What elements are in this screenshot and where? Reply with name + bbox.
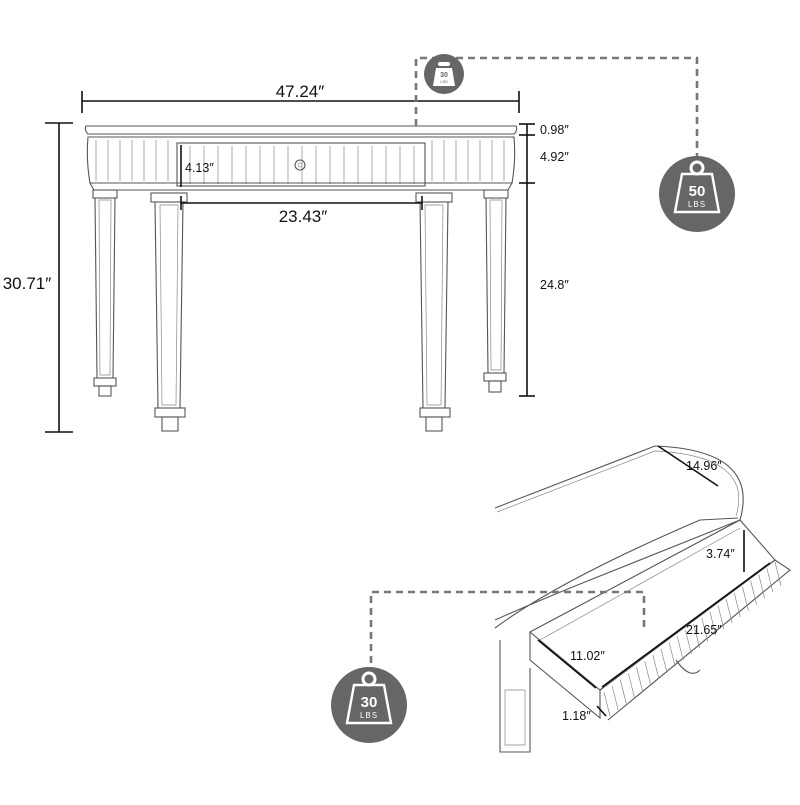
drawer-front-flute xyxy=(685,630,692,655)
drawer-weight-badge: 30 LBS xyxy=(331,667,407,743)
drawer-front-flute xyxy=(611,685,619,710)
overall-height-label: 30.71″ xyxy=(3,274,52,293)
drawer-front-flute xyxy=(758,574,766,599)
weight-icon-drawer-value: 30 xyxy=(361,694,378,711)
drawer-front-flute xyxy=(636,667,643,692)
drawer-perspective-view: 14.96″ 3.74″ 21.65″ 11.02″ 1.18″ xyxy=(494,445,791,753)
weight-icon-drawer-unit: LBS xyxy=(360,711,378,720)
apron-height-label: 4.92″ xyxy=(540,150,569,164)
drawer-front-fluting xyxy=(603,561,782,717)
drawer-front-flute xyxy=(774,561,782,587)
drawer-side-label: 1.18″ xyxy=(562,709,591,723)
drawer-front-height-label: 4.13″ xyxy=(185,161,214,175)
leg-front-left xyxy=(150,192,188,432)
drawer-width-label: 21.65″ xyxy=(686,623,722,637)
drawer-front-flute xyxy=(693,623,700,648)
small-weight-value: 30 xyxy=(440,72,448,79)
apron-perspective xyxy=(494,517,739,629)
leg-back-right xyxy=(483,189,509,393)
drawer-front-flute xyxy=(709,611,717,636)
drawer-load-indicator: 30 LBS xyxy=(331,590,646,743)
top-thickness-label: 0.98″ xyxy=(540,123,569,137)
drawer-front-flute xyxy=(766,568,774,593)
drawer-knob-center xyxy=(297,162,303,168)
top-weight-badge: 50 LBS xyxy=(659,156,735,232)
drawer-front-flute xyxy=(742,586,749,611)
leg-back-left xyxy=(92,189,118,397)
overall-width-label: 47.24″ xyxy=(276,82,325,101)
top-load-indicator: 30 LBS 50 LBS xyxy=(414,54,735,232)
drawer-knob xyxy=(294,159,306,171)
small-weight-badge: 30 LBS xyxy=(424,54,464,94)
depth-label: 14.96″ xyxy=(686,459,722,473)
drawer-front-flute xyxy=(644,660,652,686)
front-view-table xyxy=(84,125,518,432)
drawer-front-flute xyxy=(725,599,733,624)
drawer-height-dimension: 4.13″ xyxy=(180,145,214,187)
drawer-front-flute xyxy=(701,617,709,642)
table-top xyxy=(84,125,518,135)
drawer-front-flute xyxy=(676,636,684,661)
leg-height-label: 24.8″ xyxy=(540,278,569,292)
leg-span-dimension: 23.43″ xyxy=(180,196,423,226)
overall-width-dimension: 47.24″ xyxy=(81,80,520,113)
drawer-front-flute xyxy=(733,592,741,618)
right-side-dimensions: 0.98″ 4.92″ 24.8″ xyxy=(519,123,569,397)
apron-fluting xyxy=(95,140,505,184)
drawer-front xyxy=(176,142,426,187)
drawer-front-flute xyxy=(660,648,668,673)
small-weight-unit: LBS xyxy=(440,79,448,84)
weight-icon-top-unit: LBS xyxy=(688,200,706,209)
drawer-front-flute xyxy=(717,605,725,630)
drawer-box-left xyxy=(529,632,601,720)
drawer-front-flute xyxy=(652,654,660,679)
drawer-front-flute xyxy=(750,580,757,605)
drawer-depth-label: 3.74″ xyxy=(706,547,735,561)
drawer-length-label: 11.02″ xyxy=(570,649,605,663)
drawer-front-flute xyxy=(603,691,611,717)
drawer-box-front xyxy=(599,559,791,721)
leg-span-label: 23.43″ xyxy=(279,207,328,226)
weight-icon-top-value: 50 xyxy=(689,183,706,200)
leg-perspective xyxy=(499,640,531,753)
drawer-front-flute xyxy=(628,673,635,698)
leg-front-right xyxy=(415,192,453,432)
overall-height-dimension: 30.71″ xyxy=(3,122,73,433)
drawer-front-flute xyxy=(668,642,676,667)
drawer-front-flute xyxy=(619,679,627,704)
